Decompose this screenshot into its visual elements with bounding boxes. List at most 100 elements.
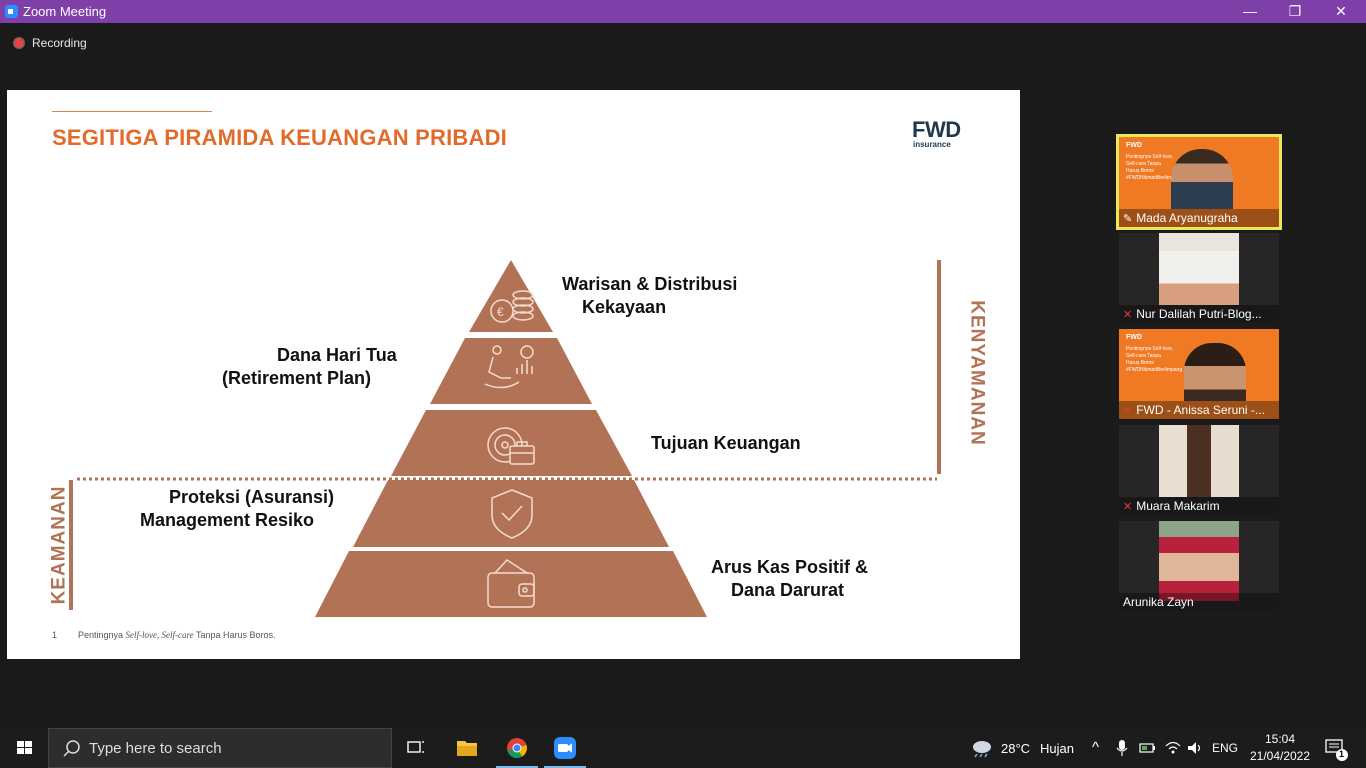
footnote-number: 1: [52, 630, 58, 640]
slide-title: SEGITIGA PIRAMIDA KEUANGAN PRIBADI: [52, 125, 507, 150]
chrome-button[interactable]: [493, 728, 541, 768]
participant-video: [1171, 149, 1233, 209]
level-label-3: Tujuan Keuangan: [651, 432, 801, 455]
task-view-icon: [407, 741, 424, 753]
task-view-button[interactable]: [392, 728, 440, 768]
clock-time: 15:04: [1264, 732, 1296, 746]
windows-taskbar: Type here to search: [0, 728, 1366, 768]
participant-name: ✎Mada Aryanugraha: [1119, 209, 1279, 227]
pyramid-tier-4: [353, 480, 669, 547]
level-1-line-2: Kekayaan: [582, 297, 667, 317]
window-titlebar: Zoom Meeting — ❐ ✕: [0, 0, 1366, 23]
window-title: Zoom Meeting: [23, 4, 107, 19]
notification-center-button[interactable]: 1: [1318, 728, 1362, 768]
footnote-text-post: Tanpa Harus Boros.: [193, 630, 276, 640]
side-label-keamanan: KEAMANAN: [48, 485, 70, 605]
title-accent-line: [52, 111, 212, 112]
windows-logo-icon: [17, 741, 32, 754]
level-label-2: Dana Hari Tua (Retirement Plan): [222, 344, 397, 390]
participant-tile[interactable]: FWD Pentingnya Self-love, Self-care Tanp…: [1119, 329, 1279, 419]
folder-icon: [457, 741, 477, 756]
side-label-kenyamanan: KENYAMANAN: [966, 300, 988, 446]
participant-video: [1159, 521, 1239, 601]
participant-name: Arunika Zayn: [1119, 593, 1279, 611]
footnote-text-italic: Self-love, Self-care: [125, 630, 194, 640]
participant-video: [1159, 233, 1239, 305]
level-4-line-2: Management Resiko: [140, 510, 315, 530]
footnote-text-pre: Pentingnya: [78, 630, 126, 640]
level-3-line-1: Tujuan Keuangan: [651, 433, 801, 453]
target-briefcase-icon: [487, 427, 535, 465]
level-label-5: Arus Kas Positif & Dana Darurat: [711, 556, 868, 602]
weather-description[interactable]: Hujan: [1040, 741, 1074, 756]
pyramid-tier-3: [391, 410, 632, 476]
battery-icon[interactable]: [1139, 738, 1157, 758]
restore-button[interactable]: ❐: [1288, 3, 1302, 19]
zoom-taskbar-button[interactable]: [541, 728, 589, 768]
zoom-icon: [554, 737, 576, 759]
retirement-rocking-chair-icon: [484, 345, 534, 389]
pyramid-tier-2: [430, 338, 592, 404]
level-5-line-2: Dana Darurat: [731, 580, 845, 600]
participant-tile[interactable]: ✕Nur Dalilah Putri-Blog...: [1119, 233, 1279, 323]
start-button[interactable]: [0, 728, 48, 768]
participant-name: ✕Nur Dalilah Putri-Blog...: [1119, 305, 1279, 323]
pyramid-tier-5: [315, 551, 707, 617]
slide-footnote: 1 Pentingnya Self-love, Self-care Tanpa H…: [52, 630, 276, 640]
participant-tile[interactable]: ✕Muara Makarim: [1119, 425, 1279, 515]
participant-video: [1184, 343, 1246, 401]
pyramid-graphic: €: [69, 260, 941, 617]
language-indicator[interactable]: ENG: [1212, 741, 1239, 755]
taskbar-search-box[interactable]: Type here to search: [48, 728, 392, 768]
volume-icon[interactable]: [1186, 738, 1204, 758]
notification-badge: 1: [1339, 749, 1345, 759]
background-text: Pentingnya Self-love, Self-care Tanpa Ha…: [1126, 154, 1183, 181]
background-logo: FWD: [1126, 142, 1142, 149]
tray-overflow-chevron-icon[interactable]: ^: [1092, 739, 1100, 756]
level-label-1: Warisan & Distribusi Kekayaan: [562, 273, 737, 319]
mic-muted-icon: ✕: [1123, 309, 1133, 321]
coins-icon: €: [490, 290, 534, 323]
pyramid-tier-1: [469, 260, 553, 332]
weather-temperature[interactable]: 28°C: [1001, 741, 1031, 756]
weather-rain-icon[interactable]: [970, 738, 994, 758]
level-2-line-1: Dana Hari Tua: [277, 345, 397, 365]
background-logo: FWD: [1126, 334, 1142, 341]
wallet-icon: [487, 559, 535, 608]
fwd-logo: FWD insurance: [912, 117, 977, 151]
notification-icon: [1325, 739, 1348, 761]
close-button[interactable]: ✕: [1335, 3, 1347, 19]
participant-name: ✕FWD - Anissa Seruni -...: [1119, 401, 1279, 419]
minimize-button[interactable]: —: [1243, 3, 1257, 19]
background-text: Pentingnya Self-love, Self-care Tanpa Ha…: [1126, 346, 1183, 373]
search-icon: [63, 740, 80, 757]
zoom-app-icon: [5, 5, 18, 18]
participant-tile[interactable]: FWD Pentingnya Self-love, Self-care Tanp…: [1116, 134, 1282, 230]
participant-tile[interactable]: Arunika Zayn: [1119, 521, 1279, 611]
microphone-icon[interactable]: [1115, 738, 1129, 758]
logo-subtitle: insurance: [913, 140, 951, 149]
svg-text:€: €: [497, 305, 504, 319]
chrome-icon: [507, 738, 527, 758]
level-5-line-1: Arus Kas Positif &: [711, 557, 869, 577]
file-explorer-button[interactable]: [443, 728, 491, 768]
running-indicator: [496, 766, 538, 768]
level-1-line-1: Warisan & Distribusi: [562, 274, 738, 294]
clock-date: 21/04/2022: [1249, 749, 1311, 763]
clock[interactable]: 15:04 21/04/2022: [1247, 731, 1313, 765]
search-placeholder: Type here to search: [89, 740, 222, 757]
level-4-line-1: Proteksi (Asuransi): [169, 487, 335, 507]
pin-icon: ✎: [1123, 213, 1133, 225]
shield-check-icon: [491, 489, 533, 539]
mic-muted-icon: ✕: [1123, 501, 1133, 513]
participant-video: [1159, 425, 1239, 497]
wifi-icon[interactable]: [1164, 738, 1182, 758]
level-label-4: Proteksi (Asuransi) Management Resiko: [140, 486, 334, 532]
logo-wordmark: FWD: [912, 117, 961, 142]
mic-muted-icon: ✕: [1123, 405, 1133, 417]
level-2-line-2: (Retirement Plan): [222, 368, 372, 388]
running-indicator: [544, 766, 586, 768]
shared-screen-slide: SEGITIGA PIRAMIDA KEUANGAN PRIBADI FWD i…: [7, 90, 1020, 659]
recording-dot-icon: [14, 38, 24, 48]
participant-name: ✕Muara Makarim: [1119, 497, 1279, 515]
